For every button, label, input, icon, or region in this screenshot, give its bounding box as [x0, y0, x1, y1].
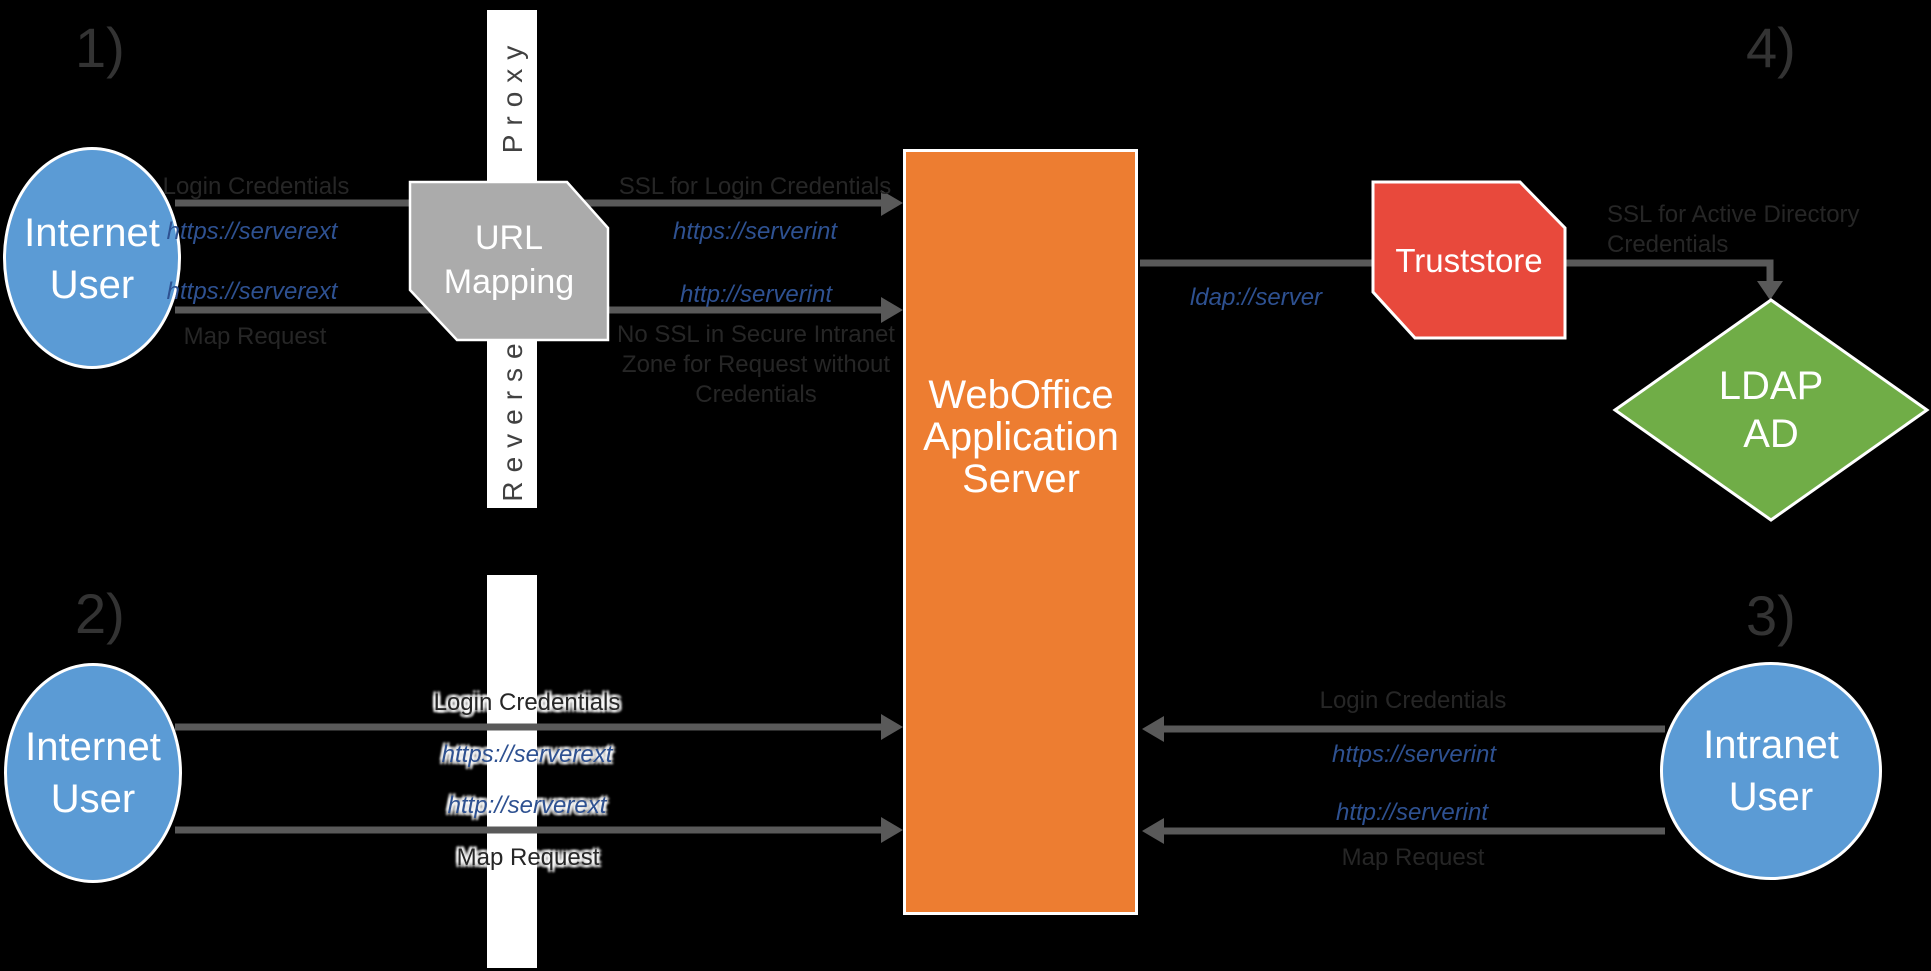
- internet-user-bottom-circle: [4, 663, 182, 883]
- app-server-line2: Application: [923, 415, 1119, 459]
- intranet-user-line1: Intranet: [1703, 723, 1839, 767]
- section-number-2: 2): [75, 582, 125, 645]
- s3-https-serverint-label: https://serverint: [1331, 741, 1497, 768]
- app-server-line1: WebOffice: [928, 373, 1114, 417]
- ldap-server-url-label: ldap://server: [1189, 284, 1323, 311]
- s1-no-ssl-note-l2: Zone for Request without: [621, 351, 891, 378]
- arrowhead-s1-login: [881, 190, 903, 216]
- s3-login-credentials-label: Login Credentials: [1319, 687, 1507, 714]
- intranet-user-circle: [1660, 662, 1882, 880]
- s1-login-credentials-label: Login Credentials: [162, 173, 350, 200]
- s1-no-ssl-note: No SSL in Secure Intranet Zone for Reque…: [617, 320, 895, 410]
- s2-login-credentials-label: Login Credentials: [433, 689, 621, 716]
- app-server-label: WebOffice Application Server: [923, 374, 1119, 500]
- s1-https-serverext-label-2: https://serverext: [166, 278, 338, 305]
- section-number-3: 3): [1746, 584, 1796, 647]
- ldap-ad-label: LDAP AD: [1719, 362, 1824, 458]
- arrowhead-s1-map: [881, 297, 903, 323]
- internet-user-bottom-line1: Internet: [25, 725, 161, 769]
- internet-user-top-circle: [3, 147, 181, 369]
- truststore-label: Truststore: [1395, 242, 1543, 279]
- section-number-4: 4): [1746, 16, 1796, 79]
- s2-https-serverext-label: https://serverext: [441, 741, 613, 768]
- arrowhead-ldap-ad: [1757, 281, 1783, 300]
- reverse-vertical-label: Reverse: [497, 334, 528, 502]
- url-mapping-shape: [408, 180, 610, 342]
- s1-ssl-login-credentials-label: SSL for Login Credentials: [618, 173, 892, 200]
- url-mapping-line1: URL: [474, 219, 544, 257]
- internet-user-top-line1: Internet: [24, 211, 160, 255]
- url-mapping-label: URL Mapping: [444, 216, 574, 304]
- s1-map-request-label: Map Request: [183, 323, 327, 350]
- intranet-user-label: Intranet User: [1703, 719, 1839, 823]
- s1-https-serverint-label: https://serverint: [672, 218, 838, 245]
- ssl-active-directory-label: SSL for Active Directory Credentials: [1607, 200, 1860, 260]
- arrowhead-s2-login: [881, 714, 903, 740]
- s3-map-request-label: Map Request: [1341, 844, 1485, 871]
- ldap-ad-line1: LDAP: [1718, 364, 1824, 408]
- arrowhead-s3-login: [1142, 716, 1164, 742]
- app-server-line3: Server: [962, 457, 1080, 501]
- s1-http-serverint-label: http://serverint: [679, 281, 833, 308]
- truststore-shape: [1371, 180, 1567, 340]
- intranet-user-line2: User: [1728, 775, 1814, 819]
- ssl-active-directory-l2: Credentials: [1607, 231, 1729, 258]
- ldap-ad-diamond: [1612, 298, 1930, 522]
- arrowhead-s2-map: [881, 817, 903, 843]
- s1-no-ssl-note-l1: No SSL in Secure Intranet: [617, 321, 895, 348]
- arrowhead-s3-map: [1142, 818, 1164, 844]
- s3-http-serverint-label: http://serverint: [1335, 799, 1489, 826]
- app-server-rect: [903, 149, 1138, 915]
- proxy-vertical-label: Proxy: [497, 36, 528, 154]
- flow-line-truststore-to-ad: [1565, 259, 1774, 282]
- url-mapping-line2: Mapping: [443, 263, 575, 301]
- s2-http-serverext-label: http://serverext: [447, 792, 607, 819]
- internet-user-top-line2: User: [49, 263, 135, 307]
- internet-user-bottom-line2: User: [50, 777, 136, 821]
- s1-no-ssl-note-l3: Credentials: [695, 381, 817, 408]
- ldap-ad-line2: AD: [1743, 412, 1799, 456]
- internet-user-bottom-label: Internet User: [25, 721, 161, 825]
- s2-map-request-label: Map Request: [456, 844, 600, 871]
- s1-https-serverext-label: https://serverext: [166, 218, 338, 245]
- ssl-active-directory-l1: SSL for Active Directory: [1607, 201, 1860, 228]
- internet-user-top-label: Internet User: [24, 207, 160, 311]
- section-number-1: 1): [75, 16, 125, 79]
- reverse-proxy-bar-bottom: [487, 575, 537, 968]
